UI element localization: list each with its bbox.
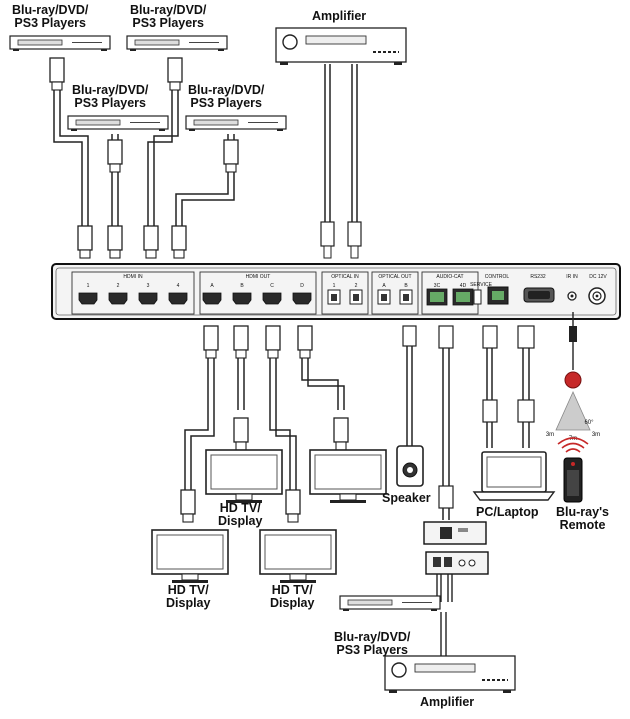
audio-cat-label: AUDIO-CAT: [436, 274, 463, 280]
pc-laptop: [472, 451, 556, 501]
hdmi-out-port-label: B: [240, 283, 244, 289]
hdmi-in-port-label: 3: [147, 283, 150, 289]
label-player-second-left: Blu-ray/DVD/PS3 Players: [72, 83, 149, 110]
hdmi-in-port: [168, 292, 188, 305]
hdmi-plug: [265, 325, 281, 359]
hdmi-plug: [107, 225, 123, 259]
service-label: SERVICE: [470, 282, 493, 288]
ir-sensor-text: 60° 3m 7m 3m: [546, 420, 600, 442]
hdmi-in-port: [78, 292, 98, 305]
label-player-second-right: Blu-ray/DVD/PS3 Players: [188, 83, 265, 110]
panel-text: HDMI IN HDMI OUT OPTICAL IN OPTICAL OUT …: [123, 274, 607, 288]
control-label: CONTROL: [485, 274, 510, 280]
player-second-left: [67, 115, 169, 132]
optical-out-port-label: B: [404, 283, 408, 289]
audio-cat-port-label: 4D: [460, 283, 467, 289]
hdmi-out-label: HDMI OUT: [246, 274, 271, 280]
optical-out-port-inner: [381, 294, 387, 301]
speaker: [396, 445, 424, 487]
amplifier-bottom: [384, 655, 516, 694]
hdmi-out-port: [292, 292, 312, 305]
label-hdtv-bottom-left: HD TV/Display: [166, 583, 211, 610]
ir-sensor: [555, 371, 591, 431]
hdmi-out-port: [262, 292, 282, 305]
dc-label: DC 12V: [589, 274, 607, 280]
optical-in-port-label: 1: [333, 283, 336, 289]
hdmi-out-port: [202, 292, 222, 305]
hdmi-out-port: [232, 292, 252, 305]
remote-signal-icon: [557, 437, 589, 453]
hdmi-out-port-label: C: [270, 283, 274, 289]
label-pc-laptop: PC/Laptop: [476, 505, 539, 519]
ir-distance-mid: 7m: [569, 436, 577, 442]
optical-out-label: OPTICAL OUT: [378, 274, 411, 280]
hdmi-in-port: [108, 292, 128, 305]
hdtv-right-top: [309, 449, 387, 504]
remote-control: [563, 457, 583, 503]
audio-cat-port-label: 3C: [434, 283, 441, 289]
hdmi-plug: [167, 57, 183, 91]
hdmi-plug: [223, 139, 239, 173]
player-bottom: [339, 595, 441, 612]
hdmi-in-label: HDMI IN: [123, 274, 143, 280]
optical-plug: [320, 221, 362, 259]
optical-out-port-inner: [403, 294, 409, 301]
optical-input-cables: [324, 64, 358, 245]
ir-in-label: IR IN: [566, 274, 578, 280]
hdmi-plug: [297, 325, 313, 359]
speaker-cable: [406, 340, 413, 448]
hdmi-in-port: [138, 292, 158, 305]
hdmi-plug: [107, 139, 123, 173]
pc-cables: [486, 340, 530, 448]
hdmi-in-port-label: 2: [117, 283, 120, 289]
label-amplifier-bottom: Amplifier: [420, 695, 475, 709]
hdmi-plug: [203, 325, 219, 359]
optical-in-port-label: 2: [355, 283, 358, 289]
hdmi-plug: [233, 417, 249, 451]
hdmi-plug: [180, 489, 196, 523]
audio-cat-port-inner: [430, 292, 444, 302]
audio-cat-port-inner: [456, 292, 470, 302]
label-amplifier-top: Amplifier: [312, 9, 367, 23]
hdmi-plug: [285, 489, 301, 523]
label-player-bottom: Blu-ray/DVD/PS3 Players: [334, 630, 411, 657]
hdmi-out-port-label: A: [210, 283, 214, 289]
hdtv-bottom-right: [259, 529, 337, 584]
ir-distance-right: 3m: [592, 432, 600, 438]
hdtv-bottom-left: [151, 529, 229, 584]
ir-distance-left: 3m: [546, 432, 554, 438]
panel-ports: 1 2 3 4 A B C D 1 2 A B 3C 4D: [78, 283, 474, 306]
hdmi-plug: [77, 225, 93, 259]
label-player-top-mid: Blu-ray/DVD/PS3 Players: [130, 3, 207, 30]
rs232-label: RS232: [530, 274, 546, 280]
hdmi-plug: [143, 225, 159, 259]
audio-receiver: [423, 521, 489, 575]
hdmi-plug: [171, 225, 187, 259]
amplifier-top: [275, 27, 407, 66]
optical-in-port-inner: [353, 294, 359, 301]
player-top-mid: [126, 35, 228, 52]
hdmi-in-port-label: 4: [177, 283, 180, 289]
player-top-left: [9, 35, 111, 52]
label-hdtv-mid: HD TV/Display: [218, 501, 263, 528]
hdmi-out-port-label: D: [300, 283, 304, 289]
label-hdtv-bottom-right: HD TV/Display: [270, 583, 315, 610]
hdtv-mid: [205, 449, 283, 504]
label-player-top-left: Blu-ray/DVD/PS3 Players: [12, 3, 89, 30]
optical-in-label: OPTICAL IN: [331, 274, 359, 280]
player-second-right: [185, 115, 287, 132]
hdmi-output-cables: [184, 356, 345, 493]
hdmi-plug: [233, 325, 249, 359]
ir-angle: 60°: [584, 420, 594, 426]
hdmi-plug: [49, 57, 65, 91]
hdmi-in-port-label: 1: [87, 283, 90, 289]
hdmi-plug: [333, 417, 349, 451]
optical-out-port-label: A: [382, 283, 386, 289]
label-speaker: Speaker: [382, 491, 431, 505]
control-ports: [473, 286, 606, 305]
optical-in-port-inner: [331, 294, 337, 301]
